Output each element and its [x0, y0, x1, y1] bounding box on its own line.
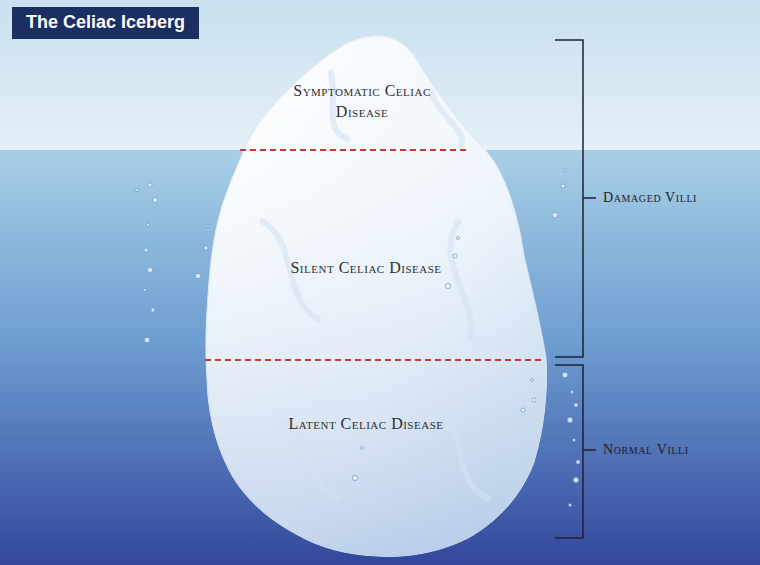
- iceberg-band: Latent Celiac Disease: [281, 414, 451, 435]
- bubble: [207, 229, 210, 232]
- bubble: [147, 224, 150, 227]
- bubble: [136, 189, 139, 192]
- bubble: [574, 403, 578, 407]
- bubble: [569, 504, 572, 507]
- bubble: [453, 254, 457, 258]
- bubble: [531, 379, 534, 382]
- bubble: [151, 308, 155, 312]
- title-banner: The Celiac Iceberg: [12, 7, 199, 39]
- bracket-label: Normal Villi: [603, 442, 689, 458]
- iceberg-band: Symptomatic Celiac Disease: [277, 81, 447, 123]
- bubble: [567, 417, 572, 422]
- bracket: [555, 40, 596, 357]
- bubble: [204, 246, 208, 250]
- bubble: [532, 398, 536, 402]
- bubble: [361, 447, 364, 450]
- bubble: [552, 212, 557, 217]
- bubble: [148, 183, 152, 187]
- bubble: [352, 475, 357, 480]
- bubble: [195, 273, 200, 278]
- iceberg-underwater-shade: [206, 150, 547, 556]
- band-label: Silent Celiac Disease: [281, 258, 451, 279]
- bubble: [457, 237, 460, 240]
- iceberg-band: Silent Celiac Disease: [281, 258, 451, 279]
- ice-facet: [260, 70, 490, 500]
- bubble: [562, 372, 567, 377]
- bubble: [144, 248, 148, 252]
- band-label: Symptomatic Celiac Disease: [277, 81, 447, 123]
- dashed-divider: [205, 359, 545, 361]
- bubble: [144, 289, 147, 292]
- bubbles: [136, 169, 581, 507]
- dashed-divider: [240, 149, 470, 151]
- bubble: [561, 184, 565, 188]
- bubble: [573, 439, 576, 442]
- bracket-label: Damaged Villi: [603, 190, 697, 206]
- bubble: [564, 169, 567, 172]
- bracket: [555, 365, 596, 538]
- bubble: [144, 337, 149, 342]
- bubble: [571, 391, 574, 394]
- bubble: [573, 477, 578, 482]
- band-label: Latent Celiac Disease: [281, 414, 451, 435]
- bubble: [445, 283, 450, 288]
- bubble: [147, 267, 152, 272]
- iceberg: [206, 36, 547, 557]
- bubble: [576, 460, 580, 464]
- bubble: [521, 408, 525, 412]
- bubble: [152, 197, 157, 202]
- water: [0, 150, 760, 565]
